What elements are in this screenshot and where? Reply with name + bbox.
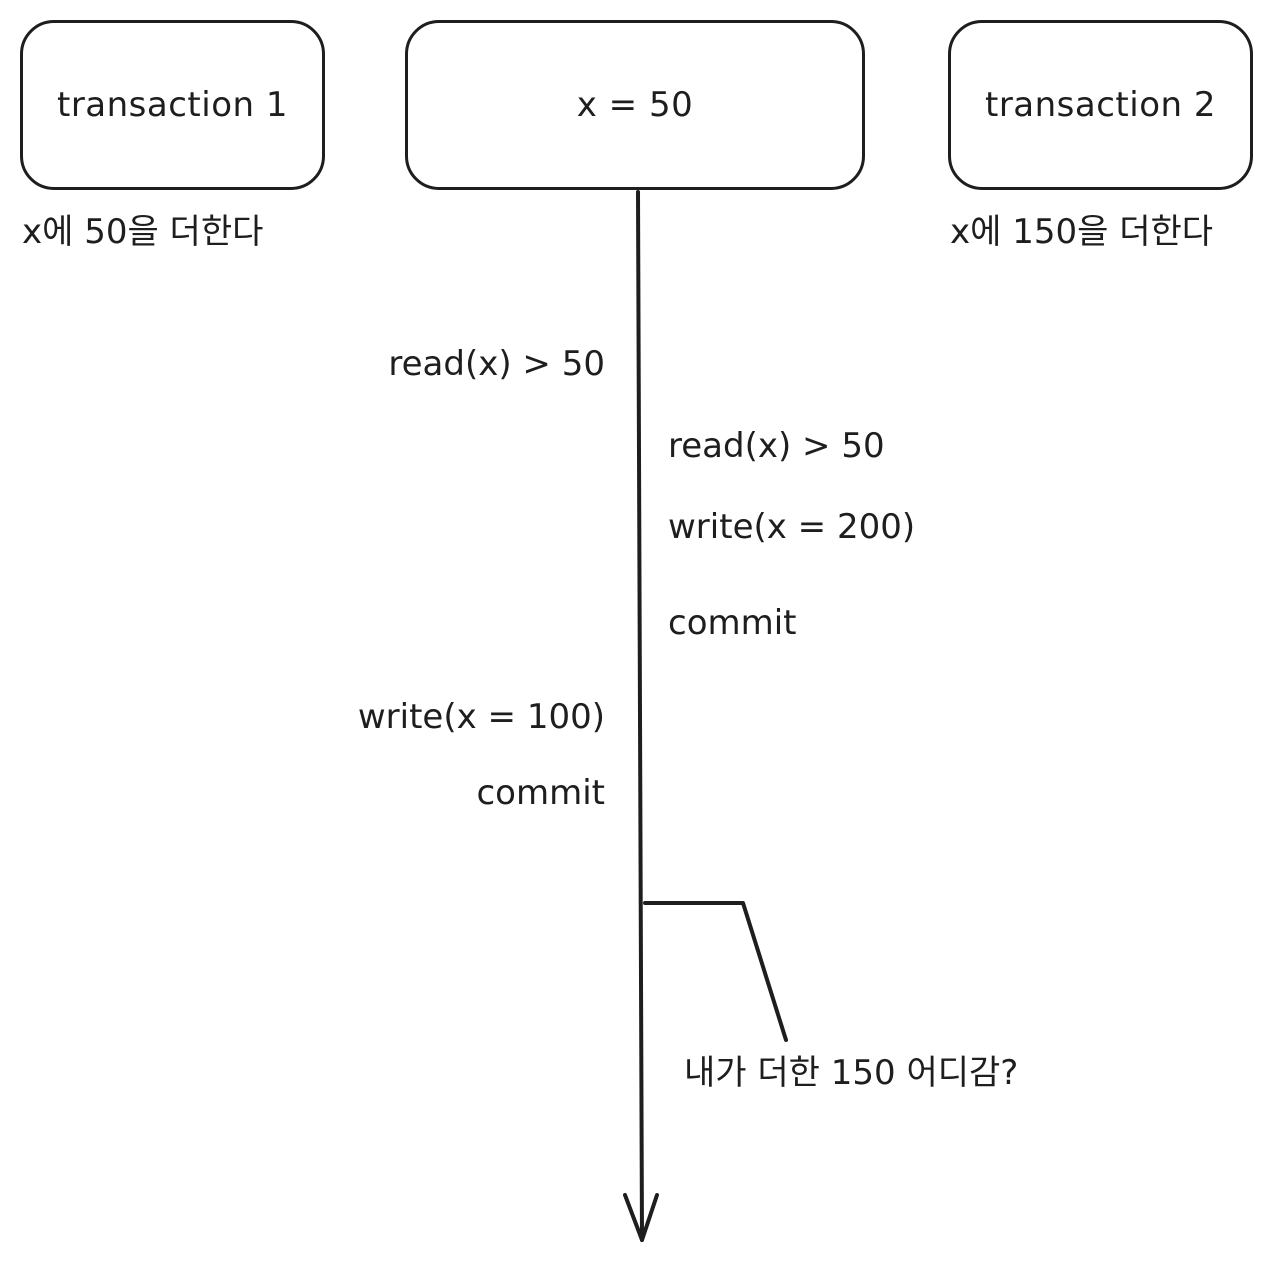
transaction-2-description: x에 150을 더한다 xyxy=(950,212,1214,252)
transaction-1-description: x에 50을 더한다 xyxy=(22,212,264,252)
transaction-1-write: write(x = 100) xyxy=(357,697,605,737)
lost-update-annotation: 내가 더한 150 어디감? xyxy=(684,1053,1019,1093)
transaction-1-box: transaction 1 xyxy=(20,20,325,190)
value-label: x = 50 xyxy=(576,85,694,125)
timeline-line xyxy=(636,190,644,1242)
transaction-2-commit: commit xyxy=(668,603,797,643)
transaction-1-read: read(x) > 50 xyxy=(388,344,605,384)
annotation-leader xyxy=(643,901,788,1042)
timeline-arrowhead xyxy=(623,1193,659,1242)
transaction-2-box: transaction 2 xyxy=(948,20,1253,190)
transaction-2-read: read(x) > 50 xyxy=(668,426,885,466)
transaction-1-label: transaction 1 xyxy=(56,85,288,125)
transaction-1-commit: commit xyxy=(476,773,605,813)
transaction-2-write: write(x = 200) xyxy=(668,507,916,547)
transaction-2-label: transaction 2 xyxy=(984,85,1216,125)
value-box: x = 50 xyxy=(405,20,865,190)
